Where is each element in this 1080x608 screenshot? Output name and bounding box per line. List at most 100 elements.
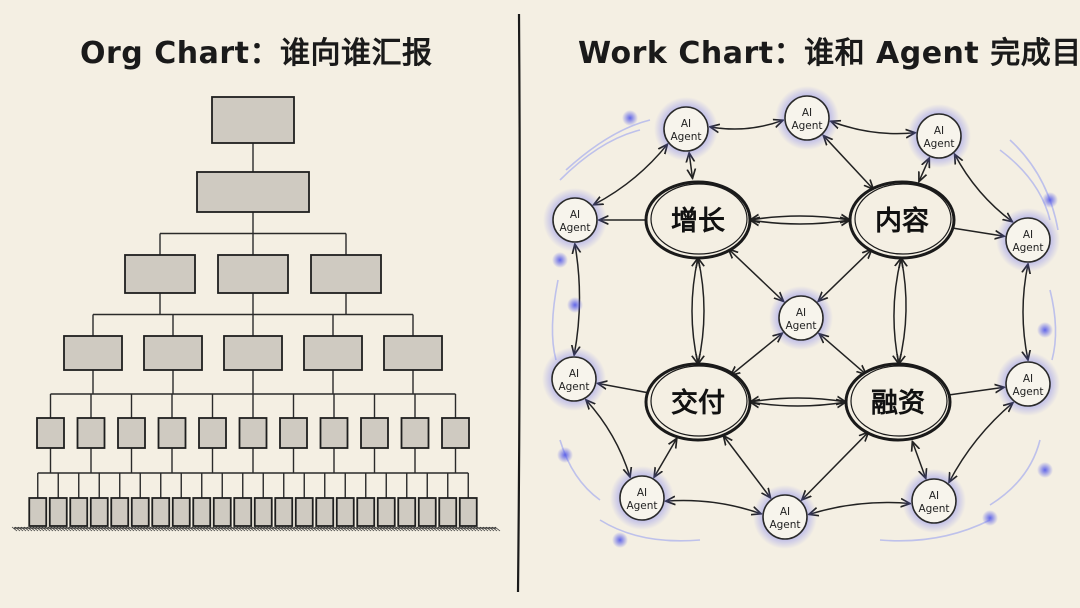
org-box xyxy=(441,417,470,449)
org-box xyxy=(217,254,289,294)
glow-dot xyxy=(1037,322,1053,338)
org-box xyxy=(376,497,396,527)
work-dots xyxy=(552,110,1058,548)
agent-label-line2: Agent xyxy=(791,120,822,132)
org-box xyxy=(63,335,123,371)
agent-label-line1: AI xyxy=(929,490,939,502)
org-boxes xyxy=(28,96,478,527)
org-box xyxy=(458,497,478,527)
org-connectors xyxy=(37,143,469,498)
org-box xyxy=(335,497,355,527)
panel-divider xyxy=(516,13,521,593)
org-box xyxy=(157,417,187,449)
agent-label-line1: AI xyxy=(1023,229,1033,241)
glow-dot xyxy=(557,447,573,463)
org-box xyxy=(117,417,146,449)
agent-label-line1: AI xyxy=(681,118,691,130)
org-box xyxy=(315,497,335,527)
org-box xyxy=(303,335,363,371)
agent-label-line2: Agent xyxy=(559,222,590,234)
org-box xyxy=(319,417,349,449)
org-box xyxy=(310,254,382,294)
agent-label-line1: AI xyxy=(1023,373,1033,385)
agent-label-line2: Agent xyxy=(626,500,657,512)
org-box xyxy=(212,497,232,527)
org-box xyxy=(196,171,310,213)
org-box xyxy=(143,335,203,371)
hub-node: 融资 xyxy=(844,362,952,442)
agent-label-line1: AI xyxy=(637,487,647,499)
agent-label-line1: AI xyxy=(796,307,806,319)
org-box xyxy=(223,335,283,371)
glow-dot xyxy=(567,297,583,313)
hub-node: 内容 xyxy=(848,180,956,260)
org-box xyxy=(274,497,294,527)
org-box xyxy=(294,497,314,527)
org-box xyxy=(124,254,196,294)
hub-label: 内容 xyxy=(875,205,929,237)
org-box xyxy=(400,417,430,449)
hub-label: 融资 xyxy=(871,388,925,419)
agent-label-line2: Agent xyxy=(1012,242,1043,254)
agent-label-line1: AI xyxy=(934,125,944,137)
agent-label-line1: AI xyxy=(570,209,580,221)
glow-dot xyxy=(622,110,638,126)
org-box xyxy=(198,417,227,449)
org-chart-title: Org Chart：谁向谁汇报 xyxy=(80,36,433,71)
org-box xyxy=(171,497,191,527)
agent-label-line1: AI xyxy=(802,107,812,119)
org-box xyxy=(253,497,273,527)
agent-label-line1: AI xyxy=(569,368,579,380)
hub-label: 增长 xyxy=(671,205,726,237)
org-box xyxy=(36,417,65,449)
org-box xyxy=(233,497,253,527)
glow-dot xyxy=(552,252,568,268)
org-box xyxy=(417,497,437,527)
work-chart-title: Work Chart：谁和 Agent 完成目标 xyxy=(578,36,1080,71)
org-box xyxy=(89,497,109,527)
org-box xyxy=(110,497,130,527)
agent-label-line2: Agent xyxy=(918,503,949,515)
hub-node: 增长 xyxy=(644,180,752,260)
agent-label-line2: Agent xyxy=(769,519,800,531)
org-box xyxy=(28,497,48,527)
org-box xyxy=(397,497,417,527)
org-box xyxy=(438,497,458,527)
agent-label-line2: Agent xyxy=(1012,386,1043,398)
agent-label-line2: Agent xyxy=(785,320,816,332)
org-box xyxy=(151,497,171,527)
agent-label-line2: Agent xyxy=(670,131,701,143)
glow-dot xyxy=(982,510,998,526)
agent-label-line2: Agent xyxy=(923,138,954,150)
org-box xyxy=(238,417,268,449)
agent-label-line2: Agent xyxy=(558,381,589,393)
org-box xyxy=(69,497,89,527)
hub-label: 交付 xyxy=(671,387,725,419)
agent-label-line1: AI xyxy=(780,506,790,518)
org-box xyxy=(76,417,106,449)
org-box xyxy=(211,96,295,144)
glow-dot xyxy=(1037,462,1053,478)
glow-dot xyxy=(1042,192,1058,208)
org-box xyxy=(383,335,443,371)
org-box xyxy=(192,497,212,527)
hub-node: 交付 xyxy=(644,362,752,442)
glow-dot xyxy=(612,532,628,548)
org-box xyxy=(48,497,68,527)
org-box xyxy=(360,417,389,449)
org-box xyxy=(279,417,308,449)
